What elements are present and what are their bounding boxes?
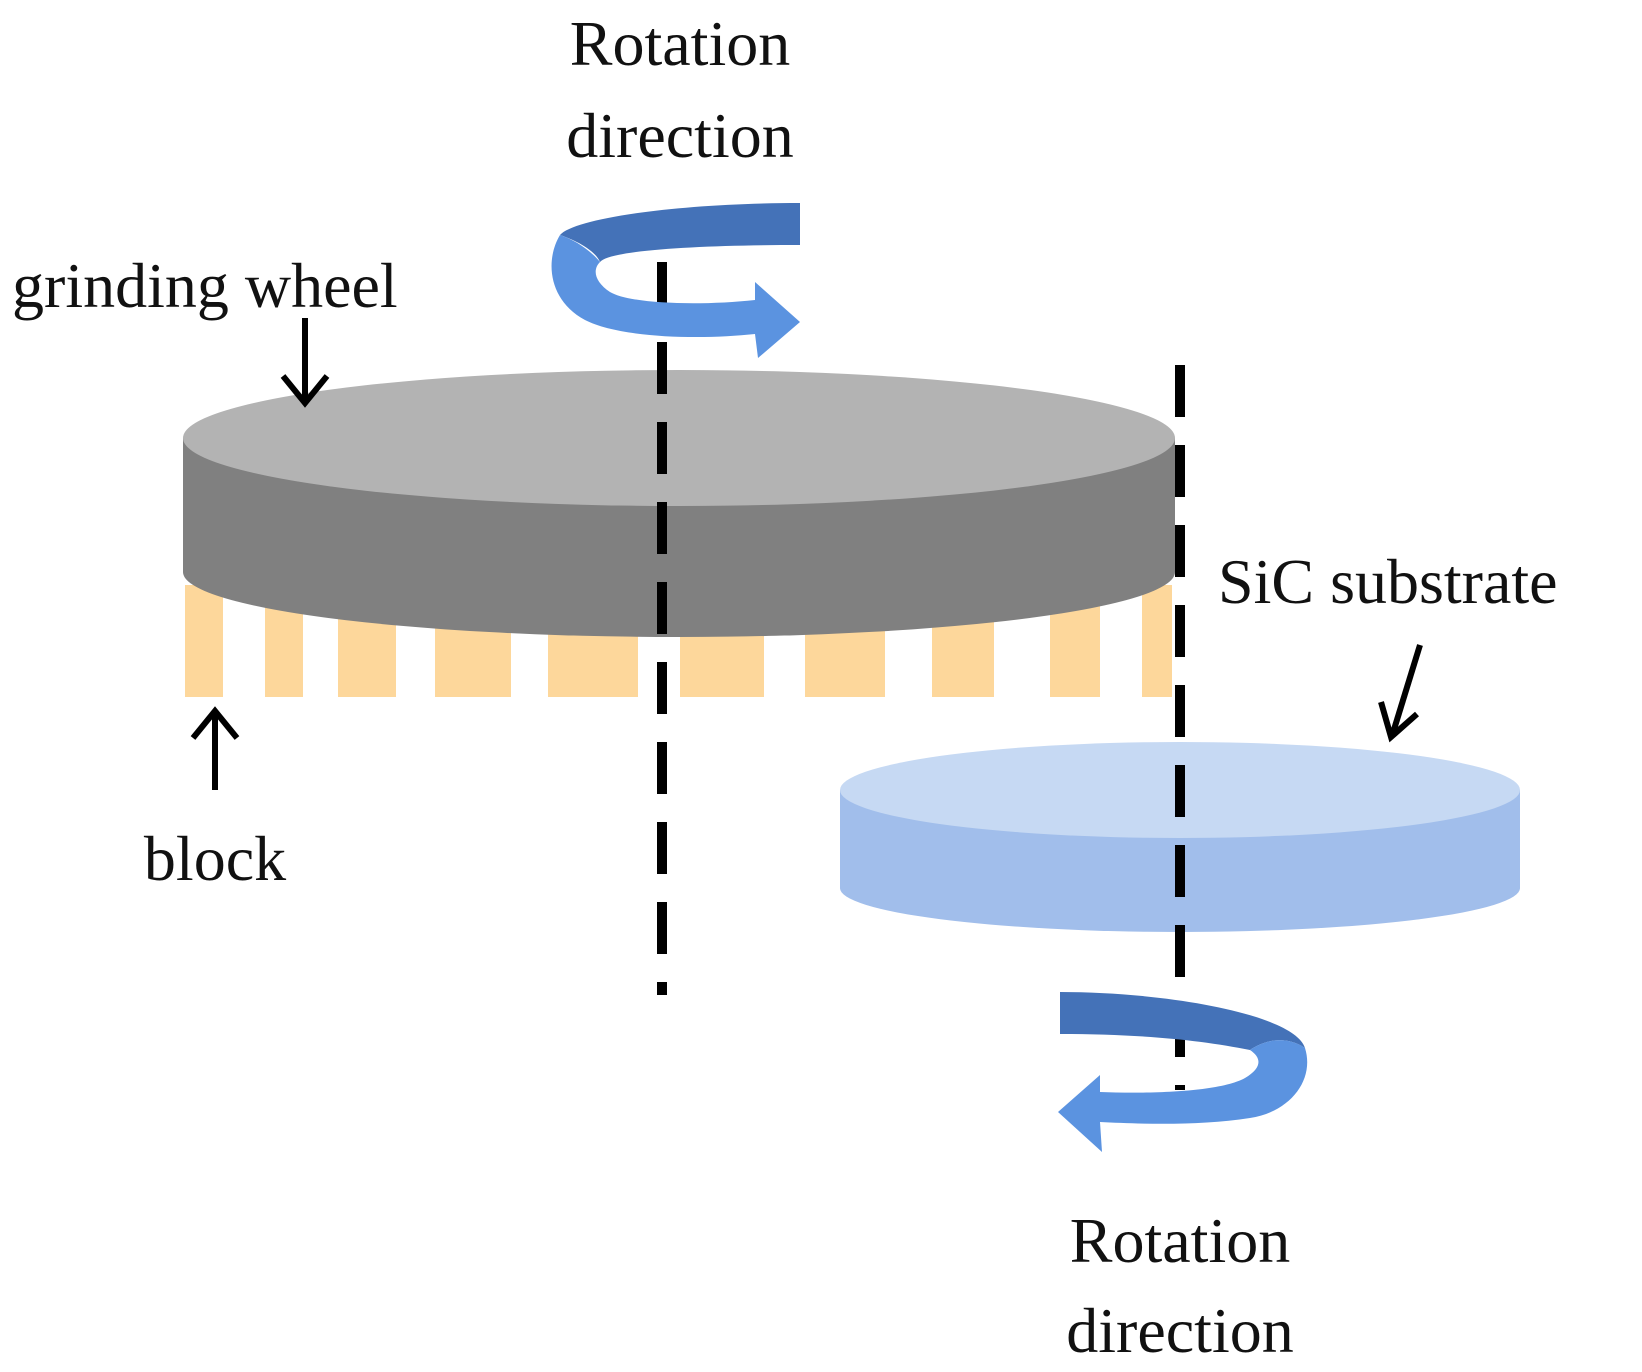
bottom-rotation-arrow-icon — [1058, 992, 1308, 1152]
top-rotation-arrow-front — [551, 235, 800, 358]
sic-substrate-pointer-arrow-icon — [1378, 644, 1423, 743]
sic-substrate-pointer-head — [1378, 701, 1419, 743]
block-tooth — [1142, 585, 1172, 697]
grinding-wheel-pointer-arrow-icon — [280, 318, 330, 408]
grinding-wheel-top — [183, 370, 1175, 506]
top-rotation-arrow-icon — [551, 203, 800, 358]
top-rotation-arrow-back — [560, 203, 800, 262]
top-rotation-label-line2: direction — [566, 100, 793, 171]
block-label: block — [144, 823, 286, 894]
top-rotation-label-line1: Rotation — [570, 8, 790, 79]
bottom-rotation-label-line1: Rotation — [1070, 1205, 1290, 1276]
bottom-rotation-label-line2: direction — [1066, 1295, 1293, 1366]
bottom-rotation-arrow-front — [1058, 1040, 1308, 1152]
sic-substrate-label: SiC substrate — [1218, 546, 1558, 617]
block-pointer-arrow-icon — [190, 706, 240, 790]
grinding-wheel-pointer-head — [280, 374, 330, 408]
grinding-wheel — [183, 370, 1175, 637]
block-tooth — [185, 585, 223, 697]
block-pointer-head — [190, 706, 240, 740]
grinding-wheel-label: grinding wheel — [12, 250, 398, 321]
bottom-rotation-arrow-back — [1060, 992, 1305, 1050]
sic-substrate-pointer-shaft — [1389, 644, 1423, 737]
